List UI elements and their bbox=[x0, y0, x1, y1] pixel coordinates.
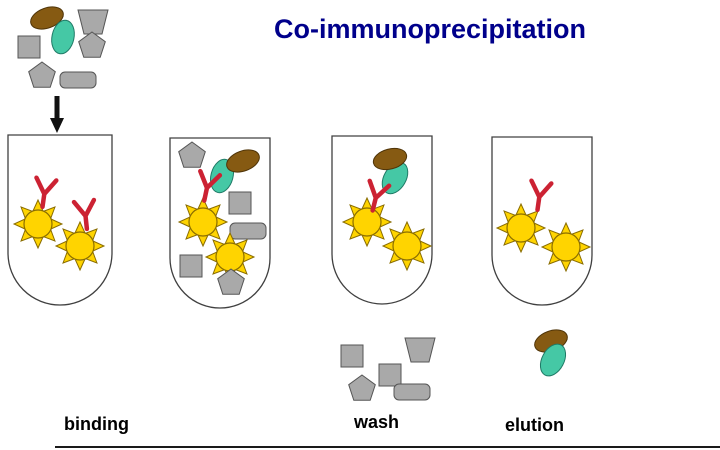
contaminant-trapezoid-icon bbox=[77, 9, 109, 35]
label-binding: binding bbox=[64, 414, 129, 434]
bead-icon bbox=[541, 222, 591, 272]
label-wash: wash bbox=[354, 412, 400, 432]
contaminant-rounded-rect-icon bbox=[229, 222, 267, 240]
contaminant-square-icon bbox=[340, 344, 364, 368]
contaminant-square-icon bbox=[179, 254, 203, 278]
contaminant-pentagon-icon bbox=[78, 31, 106, 58]
bead-icon bbox=[382, 221, 432, 271]
contaminant-rounded-rect-icon bbox=[59, 71, 97, 89]
bead-icon bbox=[55, 221, 105, 271]
bead-icon bbox=[178, 197, 228, 247]
contaminant-pentagon-icon bbox=[28, 61, 56, 88]
label-elution: elution bbox=[505, 415, 564, 435]
tube-elution bbox=[491, 136, 593, 306]
eluted-complex bbox=[531, 325, 572, 381]
bead-icon bbox=[342, 197, 392, 247]
contaminant-rounded-rect-icon bbox=[393, 383, 431, 401]
bottom-border-line bbox=[55, 446, 720, 448]
contaminant-square-icon bbox=[378, 363, 402, 387]
diagram-title: Co-immunoprecipitation bbox=[274, 14, 586, 44]
contaminant-pentagon-icon bbox=[348, 374, 376, 401]
washed-contaminants-cluster bbox=[340, 337, 436, 401]
input-mixture-cluster bbox=[17, 2, 109, 89]
tube-binding bbox=[7, 134, 113, 306]
contaminant-trapezoid-icon bbox=[404, 337, 436, 363]
down-arrow-icon bbox=[50, 96, 64, 133]
bead-icon bbox=[13, 199, 63, 249]
contaminant-square-icon bbox=[228, 191, 252, 215]
contaminant-square-icon bbox=[17, 35, 41, 59]
